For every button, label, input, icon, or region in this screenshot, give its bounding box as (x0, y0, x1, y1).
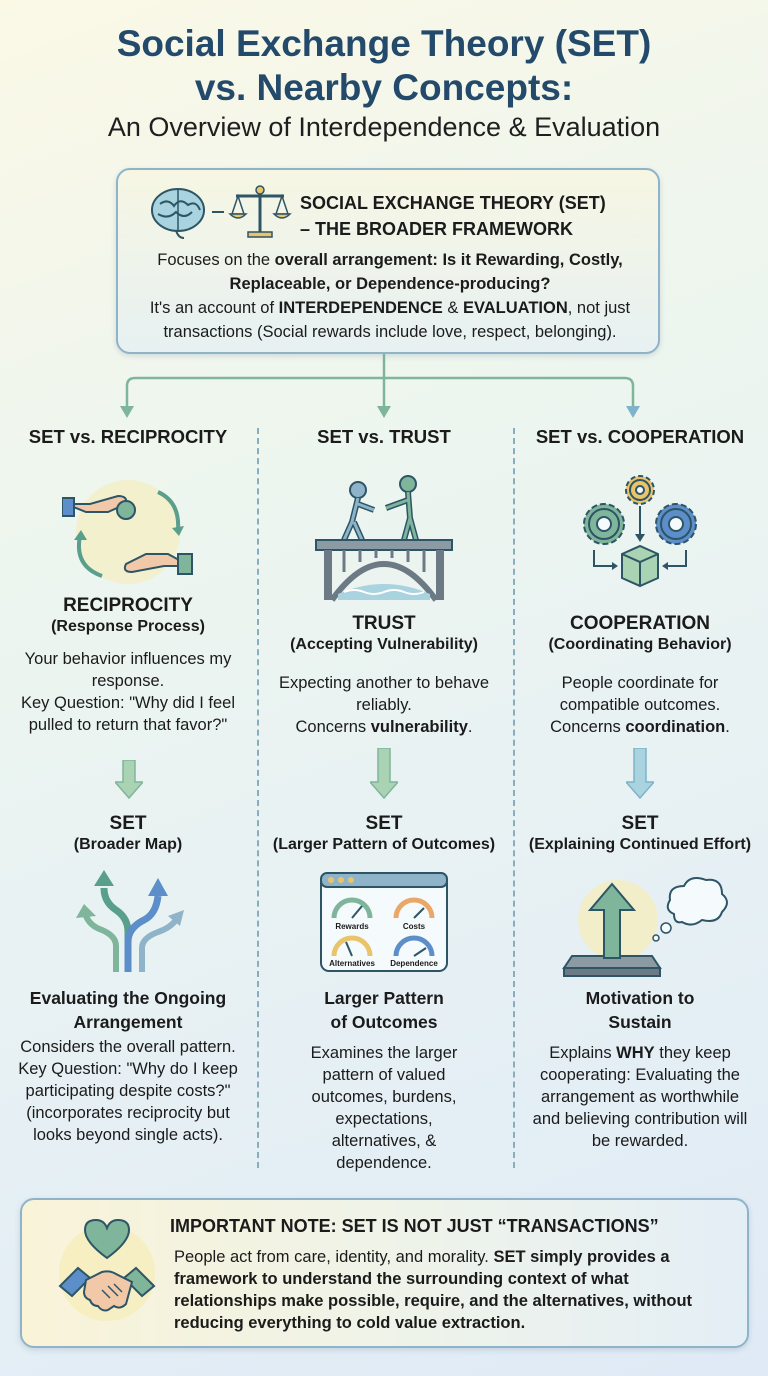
column-trust: SET vs. TRUST TRUST (Accepting Vulnerabi… (256, 426, 512, 1186)
note-text-a: People act from care, identity, and mora… (174, 1248, 494, 1266)
page-subtitle: An Overview of Interdependence & Evaluat… (107, 112, 661, 142)
concept-text-2b: coordination (625, 718, 726, 736)
gauge-alternatives (331, 935, 373, 957)
concept-subtitle: (Accepting Vulnerability) (290, 636, 478, 653)
concept-text-1: Expecting another to behave reliably. (278, 674, 490, 714)
outcome-text-b: WHY (616, 1044, 655, 1062)
gears-cube-icon (583, 475, 697, 588)
gauge-costs (393, 897, 435, 919)
rising-arrow-thought-icon (562, 877, 728, 977)
diverging-arrows-icon (76, 870, 184, 972)
outcome-title: Larger Pattern of Outcomes (324, 988, 444, 1032)
framework-paragraph-2: It's an account of INTERDEPENDENCE & EVA… (128, 296, 652, 344)
giving-hands-icon (62, 480, 193, 584)
note-title: IMPORTANT NOTE: SET IS NOT JUST “TRANSAC… (170, 1216, 659, 1236)
concept-subtitle: (Response Process) (51, 618, 205, 635)
note-text-b: SET simply provides a framework to under… (174, 1248, 693, 1332)
concept-text-2c: . (725, 718, 730, 736)
concept-text-2a: Concerns (295, 718, 371, 736)
brain-icon (151, 188, 205, 239)
concept-title: COOPERATION (569, 613, 711, 634)
set-subtitle: (Larger Pattern of Outcomes) (272, 836, 496, 853)
outcome-text-c: they keep cooperating: Evaluating the ar… (532, 1044, 748, 1150)
outcome-text-1: Considers the overall pattern. (20, 1038, 236, 1056)
concept-text-2: Key Question: "Why did I feel pulled to … (20, 694, 236, 734)
gauge-rewards (331, 897, 373, 919)
gauge-dashboard-icon: Rewards Costs Alternatives Dependence (320, 872, 448, 972)
outcome-description: Examines the larger pattern of valued ou… (310, 1044, 458, 1172)
gauge-label: Costs (403, 922, 426, 931)
concept-title: RECIPROCITY (63, 595, 193, 616)
framework-p2-c: & (442, 299, 463, 317)
framework-paragraph-1: Focuses on the overall arrangement: Is i… (128, 248, 652, 296)
framework-p1-b: overall arrangement: Is it Rewarding, Co… (229, 251, 623, 293)
outcome-text-2: Key Question: "Why do I keep participati… (18, 1060, 238, 1144)
gear-icon-left (583, 503, 625, 545)
gear-icon-top (625, 475, 655, 505)
outcome-title: Evaluating the Ongoing Arrangement (29, 988, 227, 1032)
column-reciprocity: SET vs. RECIPROCITY RECIPROCITY (Respons… (0, 426, 256, 1186)
framework-p2-d: EVALUATION (462, 299, 568, 317)
set-title: SET (621, 813, 659, 834)
concept-description: Expecting another to behave reliably. Co… (274, 672, 494, 738)
concept-text-2a: Concerns (550, 718, 626, 736)
concept-text-1: People coordinate for compatible outcome… (559, 674, 721, 714)
divider-right (513, 428, 515, 1168)
column-cooperation: SET vs. COOPERATION COOPERATION (Coordin… (512, 426, 768, 1186)
column-heading: SET vs. COOPERATION (535, 426, 745, 447)
note-text: People act from care, identity, and mora… (174, 1246, 734, 1334)
concept-text-2b: vulnerability (370, 718, 468, 736)
page-title: Social Exchange Theory (SET) vs. Nearby … (0, 22, 768, 110)
concept-text-2: Concerns coordination. (530, 716, 750, 738)
outcome-description: Considers the overall pattern. Key Quest… (18, 1036, 238, 1146)
down-arrow-icon (115, 760, 143, 800)
column-heading: SET vs. RECIPROCITY (28, 426, 228, 447)
set-title: SET (365, 813, 403, 834)
set-subtitle: (Broader Map) (73, 836, 183, 853)
set-subtitle: (Explaining Continued Effort) (528, 836, 752, 853)
title-line-1: Social Exchange Theory (SET) (116, 23, 652, 64)
framework-p2-b: INTERDEPENDENCE (278, 299, 443, 317)
down-arrow-icon (626, 748, 654, 800)
framework-description: Focuses on the overall arrangement: Is i… (128, 248, 652, 344)
framework-box: SOCIAL EXCHANGE THEORY (SET) – THE BROAD… (116, 168, 660, 354)
gear-icon-right (655, 503, 697, 545)
down-arrow-icon (370, 748, 398, 800)
outcome-text-a: Explains (549, 1044, 617, 1062)
concept-text-1: Your behavior influences my response. (24, 650, 232, 690)
gauge-label: Dependence (390, 959, 438, 968)
bridge-handshake-icon (315, 475, 453, 602)
framework-heading: SOCIAL EXCHANGE THEORY (SET) – THE BROAD… (300, 190, 650, 242)
heart-handshake-icon (58, 1218, 156, 1321)
title-line-2: vs. Nearby Concepts: (194, 67, 574, 108)
concept-subtitle: (Coordinating Behavior) (548, 636, 732, 653)
gauge-dependence (393, 935, 435, 957)
concept-title: TRUST (352, 613, 416, 634)
gauge-label: Rewards (335, 922, 369, 931)
concept-text-2: Concerns vulnerability. (274, 716, 494, 738)
concept-description: Your behavior influences my response. Ke… (18, 648, 238, 736)
column-heading: SET vs. TRUST (317, 426, 451, 447)
framework-heading-line-2: – THE BROADER FRAMEWORK (300, 219, 573, 239)
outcome-description: Explains WHY they keep cooperating: Eval… (530, 1042, 750, 1152)
brain-scales-icon (151, 185, 292, 239)
scales-icon (228, 185, 292, 238)
outcome-title: Motivation to Sustain (585, 988, 695, 1032)
framework-heading-line-1: SOCIAL EXCHANGE THEORY (SET) (300, 193, 606, 213)
concept-text-2c: . (467, 718, 473, 736)
set-title: SET (109, 813, 147, 834)
branch-connector (120, 354, 640, 418)
framework-p2-e: , not just transactions (Social rewards … (163, 299, 631, 341)
important-note-box: IMPORTANT NOTE: SET IS NOT JUST “TRANSAC… (20, 1198, 749, 1348)
framework-p1-a: Focuses on the (157, 251, 275, 269)
divider-left (257, 428, 259, 1168)
gauge-label: Alternatives (329, 959, 375, 968)
framework-p2-a: It's an account of (149, 299, 279, 317)
concept-description: People coordinate for compatible outcome… (530, 672, 750, 738)
